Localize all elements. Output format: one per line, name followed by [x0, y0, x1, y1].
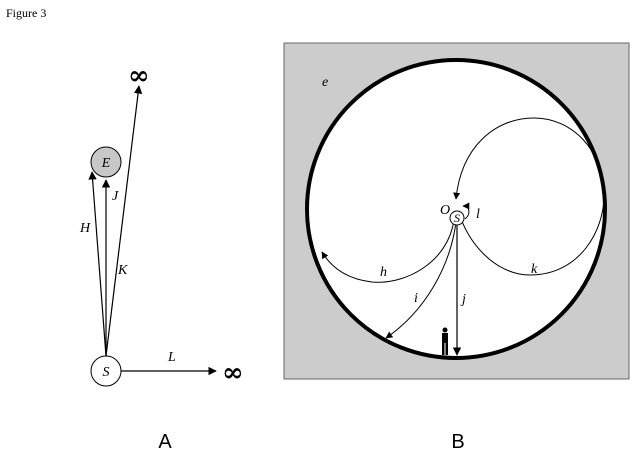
earth-label: E: [101, 156, 111, 171]
path-i: [385, 221, 457, 339]
panel-b-diagram: e S O l h i j k B: [283, 42, 630, 453]
path-h: [321, 219, 455, 283]
observer-person-icon: [442, 327, 448, 355]
path-l: [462, 202, 470, 220]
label-o: O: [440, 203, 450, 218]
center-sun: [449, 210, 465, 226]
figure-title: Figure 3: [6, 6, 47, 20]
arrow-k-to-infinity: [105, 85, 143, 357]
panel-b-label: B: [451, 431, 464, 453]
sun-label: S: [103, 365, 110, 380]
label-j-path: j: [460, 292, 466, 307]
label-i-path: i: [414, 291, 418, 306]
label-l: L: [167, 350, 176, 365]
earth-circle: [90, 146, 122, 178]
label-e: e: [322, 75, 328, 90]
center-sun-label: S: [454, 211, 460, 225]
panel-a-label: A: [158, 431, 172, 453]
panel-a-diagram: E S H J K L ∞ ∞ A: [79, 61, 244, 453]
infinity-top: ∞: [128, 61, 150, 91]
outer-circle: [305, 58, 607, 360]
label-h: H: [79, 221, 91, 236]
label-j: J: [112, 189, 119, 204]
arrow-h: [88, 171, 107, 357]
path-k: [453, 117, 605, 276]
label-k: K: [117, 263, 128, 278]
label-k-path: k: [531, 262, 538, 277]
infinity-right: ∞: [222, 358, 244, 388]
label-l-small: l: [476, 207, 480, 222]
sun-circle: [90, 355, 122, 387]
label-h-path: h: [380, 265, 387, 280]
